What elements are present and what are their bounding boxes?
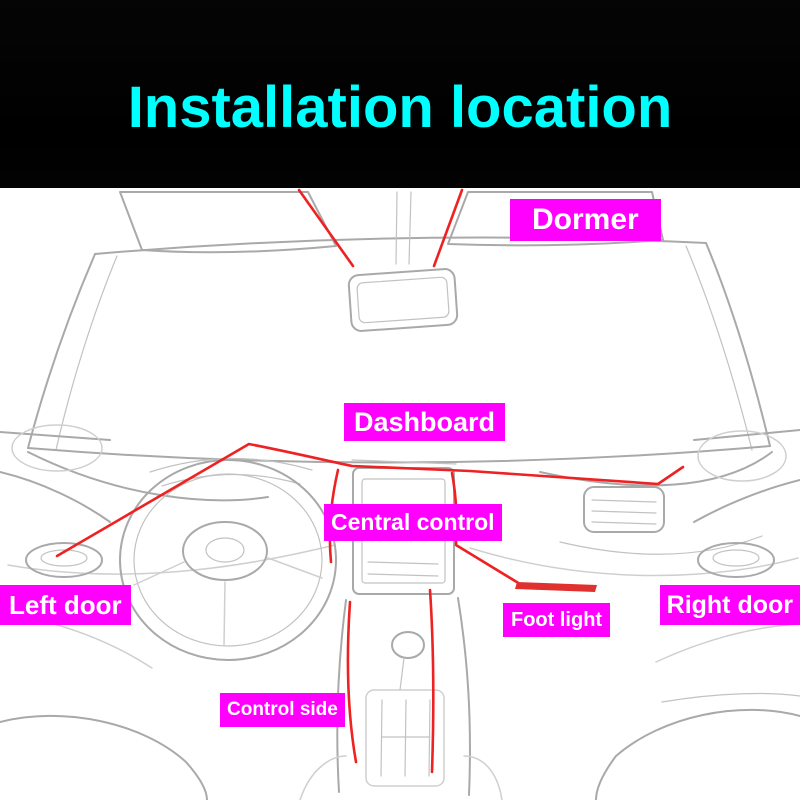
front-seats	[0, 708, 800, 800]
air-vent	[583, 486, 665, 533]
led-strip-annotations	[55, 188, 685, 774]
car-interior-sketch	[0, 188, 800, 800]
label-foot-light: Foot light	[503, 603, 611, 637]
gear-shifter-console	[336, 597, 471, 796]
led-strip-console-left	[346, 600, 358, 764]
led-strip-dormer-right	[432, 188, 464, 268]
label-right-door: Right door	[659, 585, 800, 625]
left-door-panel	[0, 424, 153, 669]
steering-wheel	[119, 459, 337, 661]
led-strip-foot-light	[515, 582, 597, 592]
label-dormer: Dormer	[510, 199, 661, 241]
page-title: Installation location	[127, 74, 673, 140]
rearview-mirror	[347, 191, 459, 332]
led-strip-console-right	[428, 588, 435, 774]
label-dashboard: Dashboard	[344, 403, 506, 441]
label-central-control: Central control	[324, 504, 502, 541]
led-strip-dormer-left	[297, 188, 355, 268]
label-control-side: Control side	[220, 693, 345, 727]
right-door-panel	[655, 429, 800, 703]
car-interior-scene	[0, 188, 800, 800]
label-left-door: Left door	[0, 585, 131, 625]
car-sketch-lines	[0, 191, 800, 800]
windshield-frame	[27, 236, 771, 464]
led-strip-dashboard	[55, 442, 685, 558]
title-banner: Installation location	[0, 0, 800, 188]
